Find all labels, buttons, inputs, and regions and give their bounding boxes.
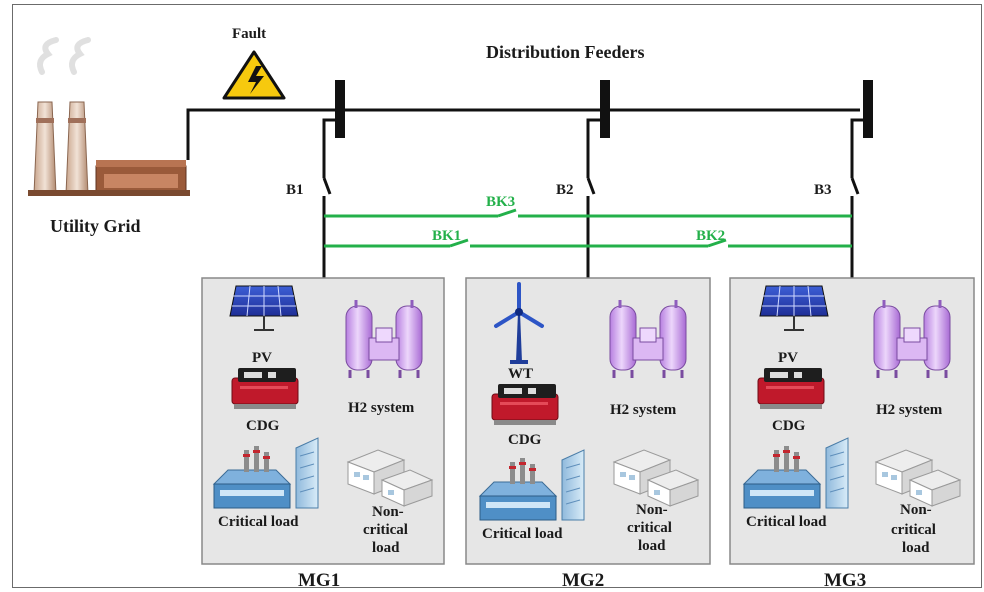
mg1-critical-label: Critical load bbox=[218, 514, 299, 530]
mg1-label: MG1 bbox=[298, 570, 340, 591]
mg1-renewable-label: PV bbox=[252, 350, 272, 366]
mg1-noncrit-line2: critical bbox=[363, 522, 408, 538]
mg3-label: MG3 bbox=[824, 570, 866, 591]
breaker-b3-label: B3 bbox=[814, 182, 832, 198]
mg3-noncrit-line1: Non- bbox=[900, 502, 932, 518]
mg2-label: MG2 bbox=[562, 570, 604, 591]
mg3-cdg-label: CDG bbox=[772, 418, 806, 434]
mg3-noncrit-line2: critical bbox=[891, 522, 936, 538]
mg2-noncrit-line2: critical bbox=[627, 520, 672, 536]
tie-bk1-label: BK1 bbox=[432, 228, 461, 244]
mg3-renewable-label: PV bbox=[778, 350, 798, 366]
mg2-cdg-label: CDG bbox=[508, 432, 542, 448]
generator-icon bbox=[231, 367, 299, 410]
utility-grid-label: Utility Grid bbox=[50, 216, 141, 236]
feeders-label: Distribution Feeders bbox=[486, 42, 644, 62]
mg1-noncrit-line1: Non- bbox=[372, 504, 404, 520]
fault-label: Fault bbox=[232, 26, 266, 42]
breaker-b2-label: B2 bbox=[556, 182, 574, 198]
bus-bar-b1 bbox=[335, 80, 345, 138]
mg3-critical-label: Critical load bbox=[746, 514, 827, 530]
mg2-renewable-label: WT bbox=[508, 366, 533, 382]
warning-lightning-icon bbox=[222, 50, 286, 100]
bus-bar-b3 bbox=[863, 80, 873, 138]
tie-lines bbox=[324, 208, 852, 248]
generator-icon bbox=[491, 383, 559, 426]
mg2-critical-label: Critical load bbox=[482, 526, 563, 542]
bus-bar-b2 bbox=[600, 80, 610, 138]
tie-bk2-label: BK2 bbox=[696, 228, 725, 244]
mg3-noncrit-line3: load bbox=[902, 540, 930, 556]
breaker-drops bbox=[322, 118, 865, 278]
mg2-noncrit-line3: load bbox=[638, 538, 666, 554]
generator-icon bbox=[757, 367, 825, 410]
tie-bk3-label: BK3 bbox=[486, 194, 515, 210]
main-feeder-line bbox=[186, 108, 860, 160]
mg1-noncrit-line3: load bbox=[372, 540, 400, 556]
mg2-h2-label: H2 system bbox=[610, 402, 677, 418]
diagram-frame bbox=[12, 4, 982, 588]
mg3-h2-label: H2 system bbox=[876, 402, 943, 418]
mg1-cdg-label: CDG bbox=[246, 418, 280, 434]
breaker-b1-label: B1 bbox=[286, 182, 304, 198]
mg2-noncrit-line1: Non- bbox=[636, 502, 668, 518]
factory-icon bbox=[28, 37, 190, 196]
mg1-h2-label: H2 system bbox=[348, 400, 415, 416]
